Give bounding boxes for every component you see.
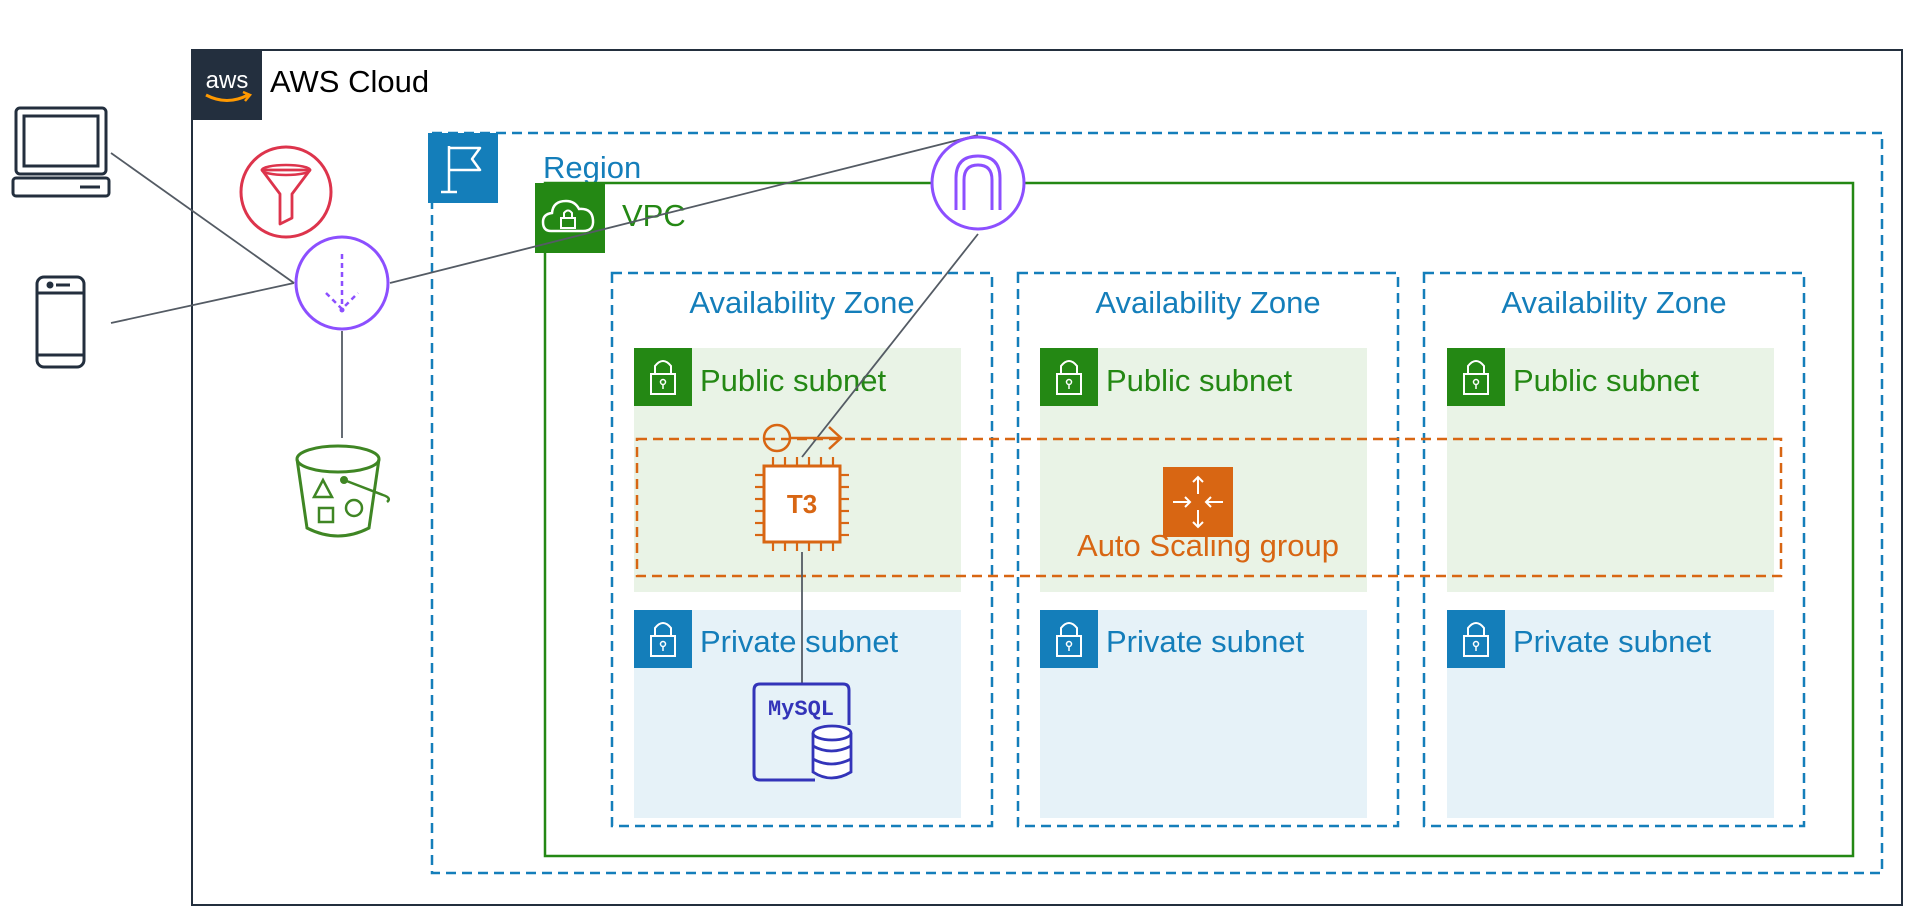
public-subnet-label: Public subnet [1106, 363, 1293, 398]
cloudfront-icon [294, 235, 390, 331]
public-subnet-lock-icon [634, 348, 692, 406]
private-subnet-label: Private subnet [1513, 624, 1712, 659]
private-subnet-label: Private subnet [700, 624, 899, 659]
connector-laptop-cloudfront [110, 152, 295, 284]
auto-scaling-group-label: Auto Scaling group [1077, 528, 1339, 563]
auto-scaling-icon [1163, 467, 1233, 537]
s3-bucket-icon [295, 444, 391, 538]
public-subnet-label: Public subnet [1513, 363, 1700, 398]
connector-mobile-cloudfront [110, 282, 295, 324]
database-engine-label: MySQL [768, 697, 834, 722]
availability-zone-label: Availability Zone [1501, 285, 1726, 320]
ec2-t3-instance-icon: T3 [755, 423, 849, 551]
laptop-icon [11, 106, 111, 198]
aws-logo-icon: aws [192, 50, 262, 120]
availability-zone-1: Availability Zone Public subnet Private … [610, 271, 994, 828]
private-subnet-lock-icon [634, 610, 692, 668]
region-group [430, 131, 1884, 875]
internet-gateway-icon [930, 135, 1026, 231]
public-subnet-lock-icon [1040, 348, 1098, 406]
region-label: Region [543, 150, 641, 185]
private-subnet-label: Private subnet [1106, 624, 1305, 659]
vpc-group [543, 181, 1855, 858]
connections [110, 134, 979, 683]
availability-zone-label: Availability Zone [1095, 285, 1320, 320]
availability-zone-2: Availability Zone Public subnet Private … [1016, 271, 1400, 828]
aws-cloud-label: AWS Cloud [270, 64, 429, 99]
svg-text:aws: aws [206, 67, 249, 94]
vpc-label: VPC [622, 198, 686, 233]
availability-zone-label: Availability Zone [689, 285, 914, 320]
instance-type-label: T3 [787, 489, 817, 519]
region-flag-icon [428, 133, 498, 203]
rds-mysql-icon: MySQL [752, 682, 853, 782]
private-subnet-lock-icon [1447, 610, 1505, 668]
connector-igw-ec2 [801, 233, 979, 458]
availability-zone-3: Availability Zone Public subnet Private … [1422, 271, 1806, 828]
aws-cloud-group [191, 49, 1903, 906]
public-subnet-lock-icon [1447, 348, 1505, 406]
public-subnet-label: Public subnet [700, 363, 887, 398]
mobile-phone-icon [35, 275, 86, 369]
connector-cloudfront-igw [389, 134, 979, 284]
private-subnet-lock-icon [1040, 610, 1098, 668]
waf-filter-icon [239, 145, 333, 239]
vpc-cloud-lock-icon [535, 183, 605, 253]
